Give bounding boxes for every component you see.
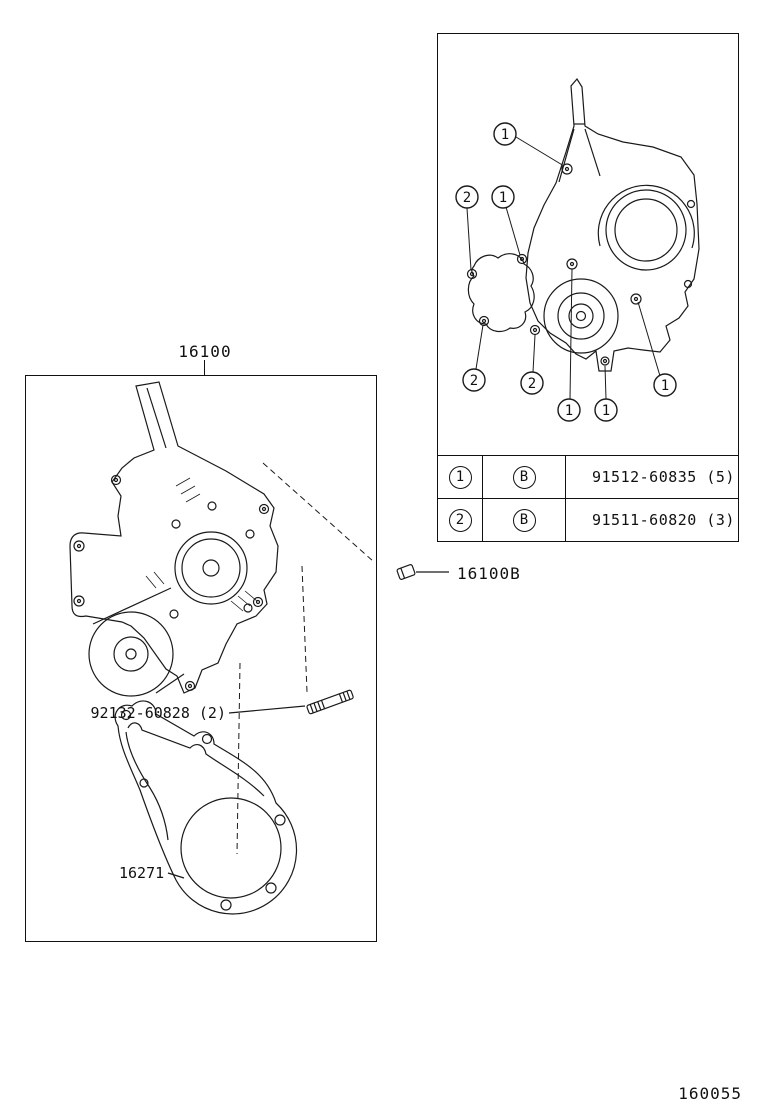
callout-number: 2 xyxy=(470,373,478,389)
gasket-opening xyxy=(180,797,282,899)
water-pump-drawing: 92132-60828 (2) 16271 xyxy=(69,381,375,915)
callout-bubble xyxy=(462,368,486,392)
pump-volute xyxy=(88,611,174,697)
callout-bubble xyxy=(493,122,517,146)
pump-body-outline xyxy=(69,381,279,694)
pump-hub xyxy=(543,278,619,354)
water-pump-panel: 92132-60828 (2) 16271 xyxy=(25,375,377,942)
callout-number: 1 xyxy=(499,190,507,206)
gasket-drawing xyxy=(114,700,298,915)
seal-bore xyxy=(605,189,687,271)
pump-part-number-label: 16100 xyxy=(178,342,232,361)
inlet-gasket-outline xyxy=(467,253,535,333)
part-number-cell: 91512-60835 (5) xyxy=(592,468,735,486)
callout-number: 2 xyxy=(463,190,471,206)
assembly-dashed-lines xyxy=(236,462,375,855)
gasket-leader-line xyxy=(167,872,185,879)
callout-bubble xyxy=(653,373,677,397)
stud-part-number-label: 92132-60828 (2) xyxy=(91,704,226,722)
callout-bubble xyxy=(491,185,515,209)
stud-bolt xyxy=(306,689,354,715)
callout-bubble xyxy=(520,371,544,395)
callout-bubble xyxy=(594,398,618,422)
plug-icon xyxy=(396,564,449,580)
code-badge: B xyxy=(512,465,536,489)
pump-hub-bore xyxy=(174,531,248,605)
plug-part-number-label: 16100B xyxy=(457,564,521,583)
stud-leader-line xyxy=(228,705,306,714)
pump-bolt-holes xyxy=(73,474,270,692)
callout-number: 1 xyxy=(501,127,509,143)
table-row: 1 B 91512-60835 (5) xyxy=(438,456,738,498)
gasket-part-number-label: 16271 xyxy=(119,864,164,882)
table-row: 2 B 91511-60820 (3) xyxy=(438,498,738,541)
callout-number: 1 xyxy=(661,378,669,394)
callout-bubbles xyxy=(455,122,677,422)
fastener-part-table: 1 B 91512-60835 (5) 2 B 91511-60820 (3) xyxy=(438,455,738,541)
timing-cover-drawing: 1 2 1 2 2 1 1 1 xyxy=(455,77,700,422)
hatch-shading xyxy=(145,477,258,612)
callout-number: 1 xyxy=(602,403,610,419)
callout-badge: 1 xyxy=(448,465,472,489)
label-tick-line xyxy=(204,360,205,375)
cover-outline xyxy=(525,77,700,372)
timing-cover-panel: 1 2 1 2 2 1 1 1 1 B 91512-60835 (5) xyxy=(437,33,739,542)
code-cell: B xyxy=(483,456,566,498)
callout-leader-lines xyxy=(466,136,661,400)
callout-badge: 2 xyxy=(448,508,472,532)
callout-number: 1 xyxy=(565,403,573,419)
callout-bubble xyxy=(455,185,479,209)
figure-number: 160055 xyxy=(678,1084,742,1103)
code-badge: B xyxy=(512,508,536,532)
callout-bubble xyxy=(557,398,581,422)
callout-cell: 2 xyxy=(438,499,483,541)
callout-number: 2 xyxy=(528,376,536,392)
bolt-holes xyxy=(466,163,696,366)
part-number-cell: 91511-60820 (3) xyxy=(592,511,735,529)
callout-cell: 1 xyxy=(438,456,483,498)
code-cell: B xyxy=(483,499,566,541)
